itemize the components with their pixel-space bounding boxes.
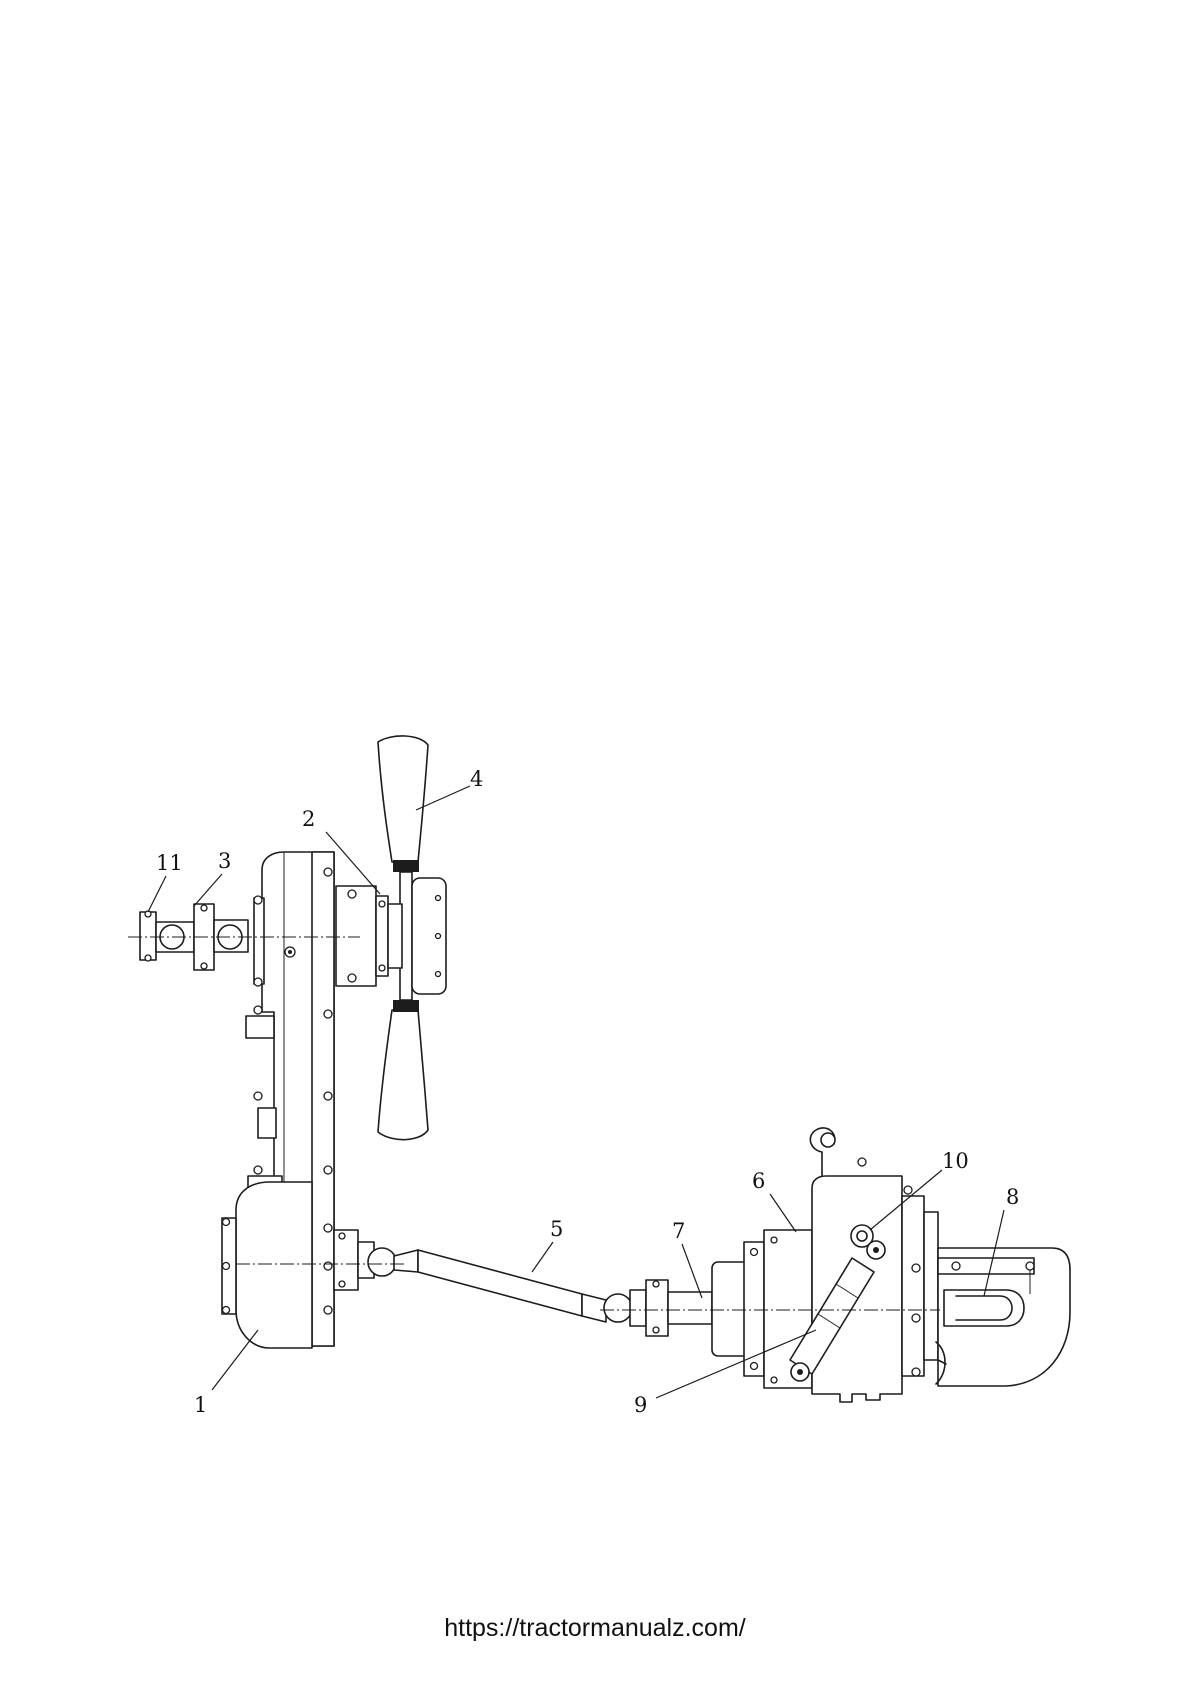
callout-3: 3 xyxy=(218,849,231,873)
callout-4: 4 xyxy=(470,767,483,791)
callout-8: 8 xyxy=(1006,1185,1019,1209)
callout-10: 10 xyxy=(942,1149,969,1173)
callout-7: 7 xyxy=(672,1219,685,1243)
propeller-shaft xyxy=(334,1230,712,1336)
callout-6: 6 xyxy=(752,1169,765,1193)
rear-gearbox xyxy=(712,1128,938,1402)
footer-url[interactable]: https://tractormanualz.com/ xyxy=(0,1614,1190,1643)
rear-hitch xyxy=(936,1248,1070,1386)
callout-2: 2 xyxy=(302,807,315,831)
callout-1: 1 xyxy=(194,1393,207,1417)
callout-11: 11 xyxy=(156,851,183,875)
callout-9: 9 xyxy=(634,1393,647,1417)
callout-5: 5 xyxy=(550,1217,563,1241)
fan-drive-housing xyxy=(336,886,402,986)
